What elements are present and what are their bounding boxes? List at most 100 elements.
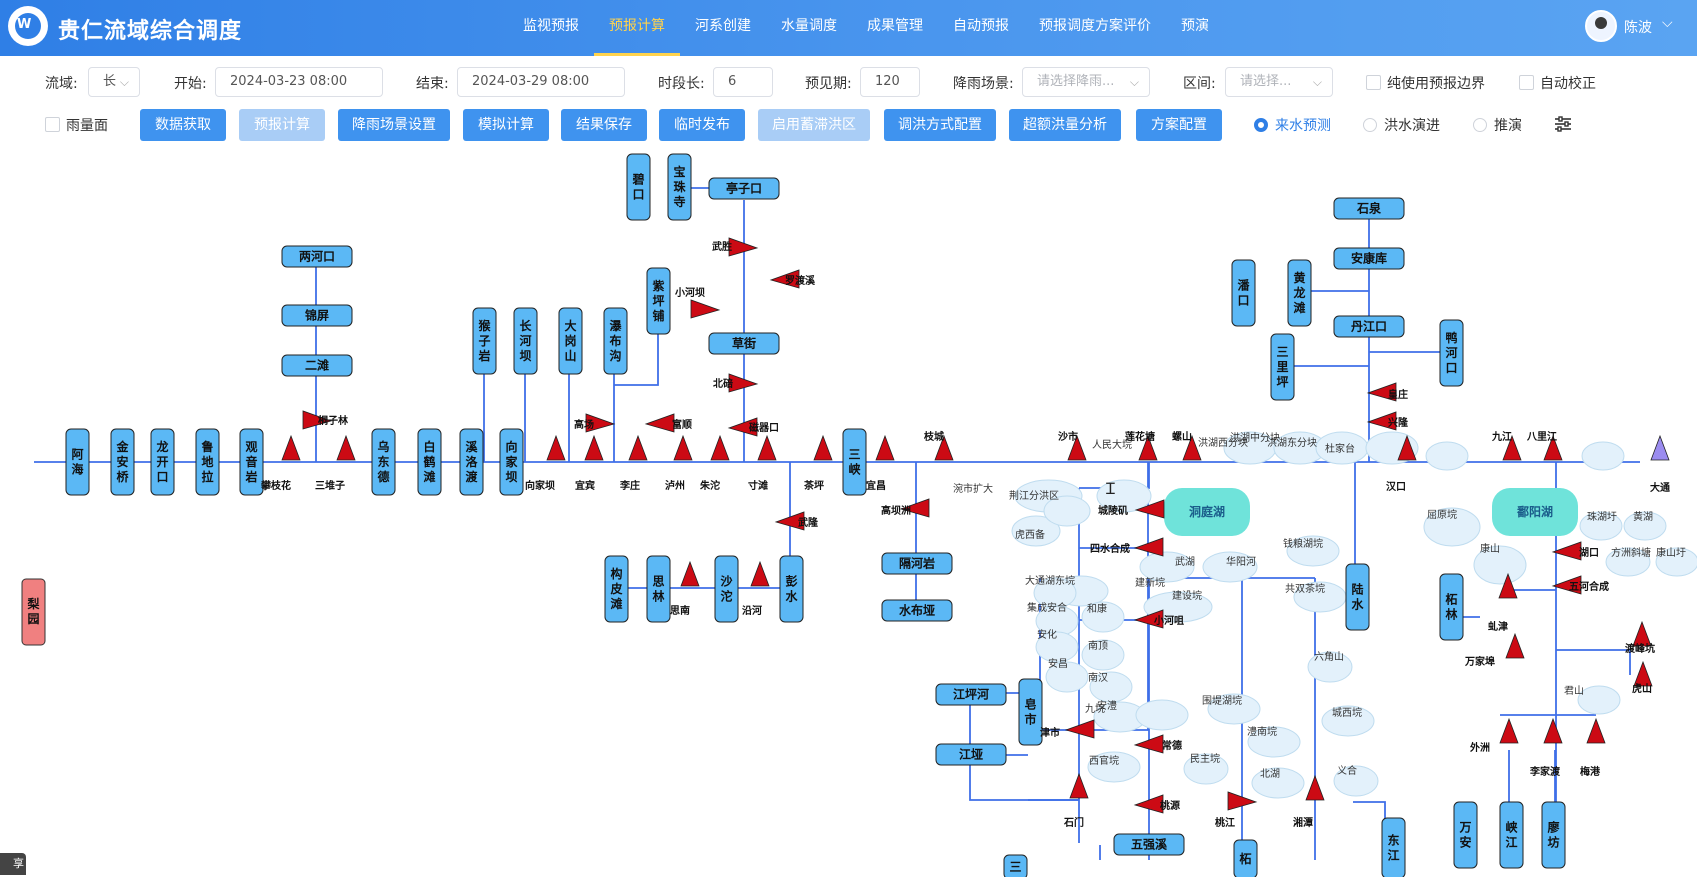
station-node[interactable] [842,428,867,496]
nav-item-rehearsal[interactable]: 预演 [1181,18,1209,34]
station-node[interactable] [1541,801,1566,869]
hydro-node[interactable] [774,511,805,531]
hydro-node[interactable] [680,560,700,587]
hydro-node[interactable] [336,434,356,461]
station-node[interactable] [1345,563,1370,631]
source-station[interactable] [21,578,46,646]
hydro-node[interactable] [673,434,693,461]
hydro-node[interactable] [1138,434,1158,461]
station-node[interactable] [239,428,264,496]
simulate-button[interactable]: 模拟计算 [463,109,549,141]
lake-node[interactable] [1164,488,1250,536]
mode-radio-inflow[interactable] [1254,118,1268,132]
station-node[interactable] [1333,197,1405,220]
station-node[interactable] [603,307,628,375]
flood-routing-config-button[interactable]: 调洪方式配置 [884,109,996,141]
data-fetch-button[interactable]: 数据获取 [140,109,226,141]
hydro-node[interactable] [727,417,758,437]
station-node[interactable] [558,307,583,375]
hydro-node[interactable] [281,434,301,461]
lead-time-input[interactable]: 120 [860,67,920,97]
station-node[interactable] [667,153,692,221]
excess-flood-analysis-button[interactable]: 超额洪量分析 [1009,109,1121,141]
station-node[interactable] [1453,801,1478,869]
hydro-node[interactable] [1305,774,1325,801]
station-node[interactable] [513,307,538,375]
hydro-node[interactable] [934,434,954,461]
station-node[interactable] [881,552,953,575]
nav-item-water-dispatch[interactable]: 水量调度 [781,18,837,34]
station-node[interactable] [708,332,780,355]
hydro-node[interactable] [1551,575,1582,595]
mode-radio-rehearsal[interactable] [1473,118,1487,132]
hydro-node[interactable] [1133,794,1164,814]
hydro-node[interactable] [1502,434,1522,461]
hydro-node[interactable] [1397,434,1417,461]
hydro-node[interactable] [875,434,895,461]
hydro-node[interactable] [757,434,777,461]
end-time-input[interactable]: 2024-03-29 08:00 [457,67,625,97]
basin-select[interactable]: 长⌵ [88,67,140,97]
hydro-node[interactable] [813,434,833,461]
station-node[interactable] [1113,833,1185,856]
hydro-node[interactable] [710,434,730,461]
nav-item-results[interactable]: 成果管理 [867,18,923,34]
station-node[interactable] [604,555,629,623]
station-node[interactable] [281,304,353,327]
hydro-node[interactable] [1650,434,1670,461]
hydro-node[interactable] [728,237,759,257]
station-node[interactable] [281,245,353,268]
rainfall-checkbox[interactable] [45,117,60,132]
hydro-node[interactable] [1227,791,1258,811]
hydro-node[interactable] [546,434,566,461]
mode-radio-flood-routing[interactable] [1363,118,1377,132]
lake-node[interactable] [1492,488,1578,536]
station-node[interactable] [1270,333,1295,401]
hydro-node[interactable] [1499,717,1519,744]
hydro-node[interactable] [750,560,770,587]
nav-item-auto-forecast[interactable]: 自动预报 [953,18,1009,34]
hydro-node[interactable] [1586,717,1606,744]
station-node[interactable] [646,267,671,335]
share-tab[interactable]: 享 [0,853,26,875]
rain-scene-select[interactable]: 请选择降雨...⌵ [1022,67,1150,97]
hydro-node[interactable] [728,373,759,393]
hydro-node[interactable] [690,299,721,319]
user-name[interactable]: 陈波 [1624,20,1652,36]
hydro-node[interactable] [1134,499,1165,519]
hydro-node[interactable] [585,413,616,433]
avatar[interactable] [1585,10,1617,42]
station-node[interactable] [459,428,484,496]
hydro-node[interactable] [1543,717,1563,744]
station-node[interactable] [1381,817,1406,877]
station-node[interactable] [195,428,220,496]
station-node[interactable] [935,743,1007,766]
station-node[interactable] [708,177,780,200]
station-node[interactable] [1499,801,1524,869]
nav-item-monitor[interactable]: 监视预报 [523,18,579,34]
hydro-node[interactable] [302,410,333,430]
settings-sliders-icon[interactable] [1554,115,1572,133]
range-select[interactable]: 请选择...⌵ [1225,67,1333,97]
hydro-node[interactable] [1505,632,1525,659]
river-network-diagram[interactable]: 洞庭湖鄱阳湖梨园阿海金安桥龙开口鲁地拉观音岩乌东德白鹤滩溪洛渡向家坝三峡两河口锦… [0,150,1697,877]
hydro-node[interactable] [1133,537,1164,557]
hydro-node[interactable] [1182,434,1202,461]
station-node[interactable] [472,307,497,375]
hydro-node[interactable] [769,269,800,289]
hydro-node[interactable] [1551,541,1582,561]
station-node[interactable] [779,555,804,623]
station-node[interactable] [714,555,739,623]
station-node[interactable] [1231,259,1256,327]
autocorrect-checkbox[interactable] [1519,75,1534,90]
start-time-input[interactable]: 2024-03-23 08:00 [215,67,383,97]
station-node[interactable] [110,428,135,496]
station-node[interactable] [150,428,175,496]
station-node[interactable] [1003,854,1028,877]
hydro-node[interactable] [1133,734,1164,754]
nav-item-forecast-calc[interactable]: 预报计算 [594,0,680,56]
hydro-node[interactable] [644,413,675,433]
station-node[interactable] [646,555,671,623]
save-results-button[interactable]: 结果保存 [561,109,647,141]
station-node[interactable] [1439,319,1464,387]
